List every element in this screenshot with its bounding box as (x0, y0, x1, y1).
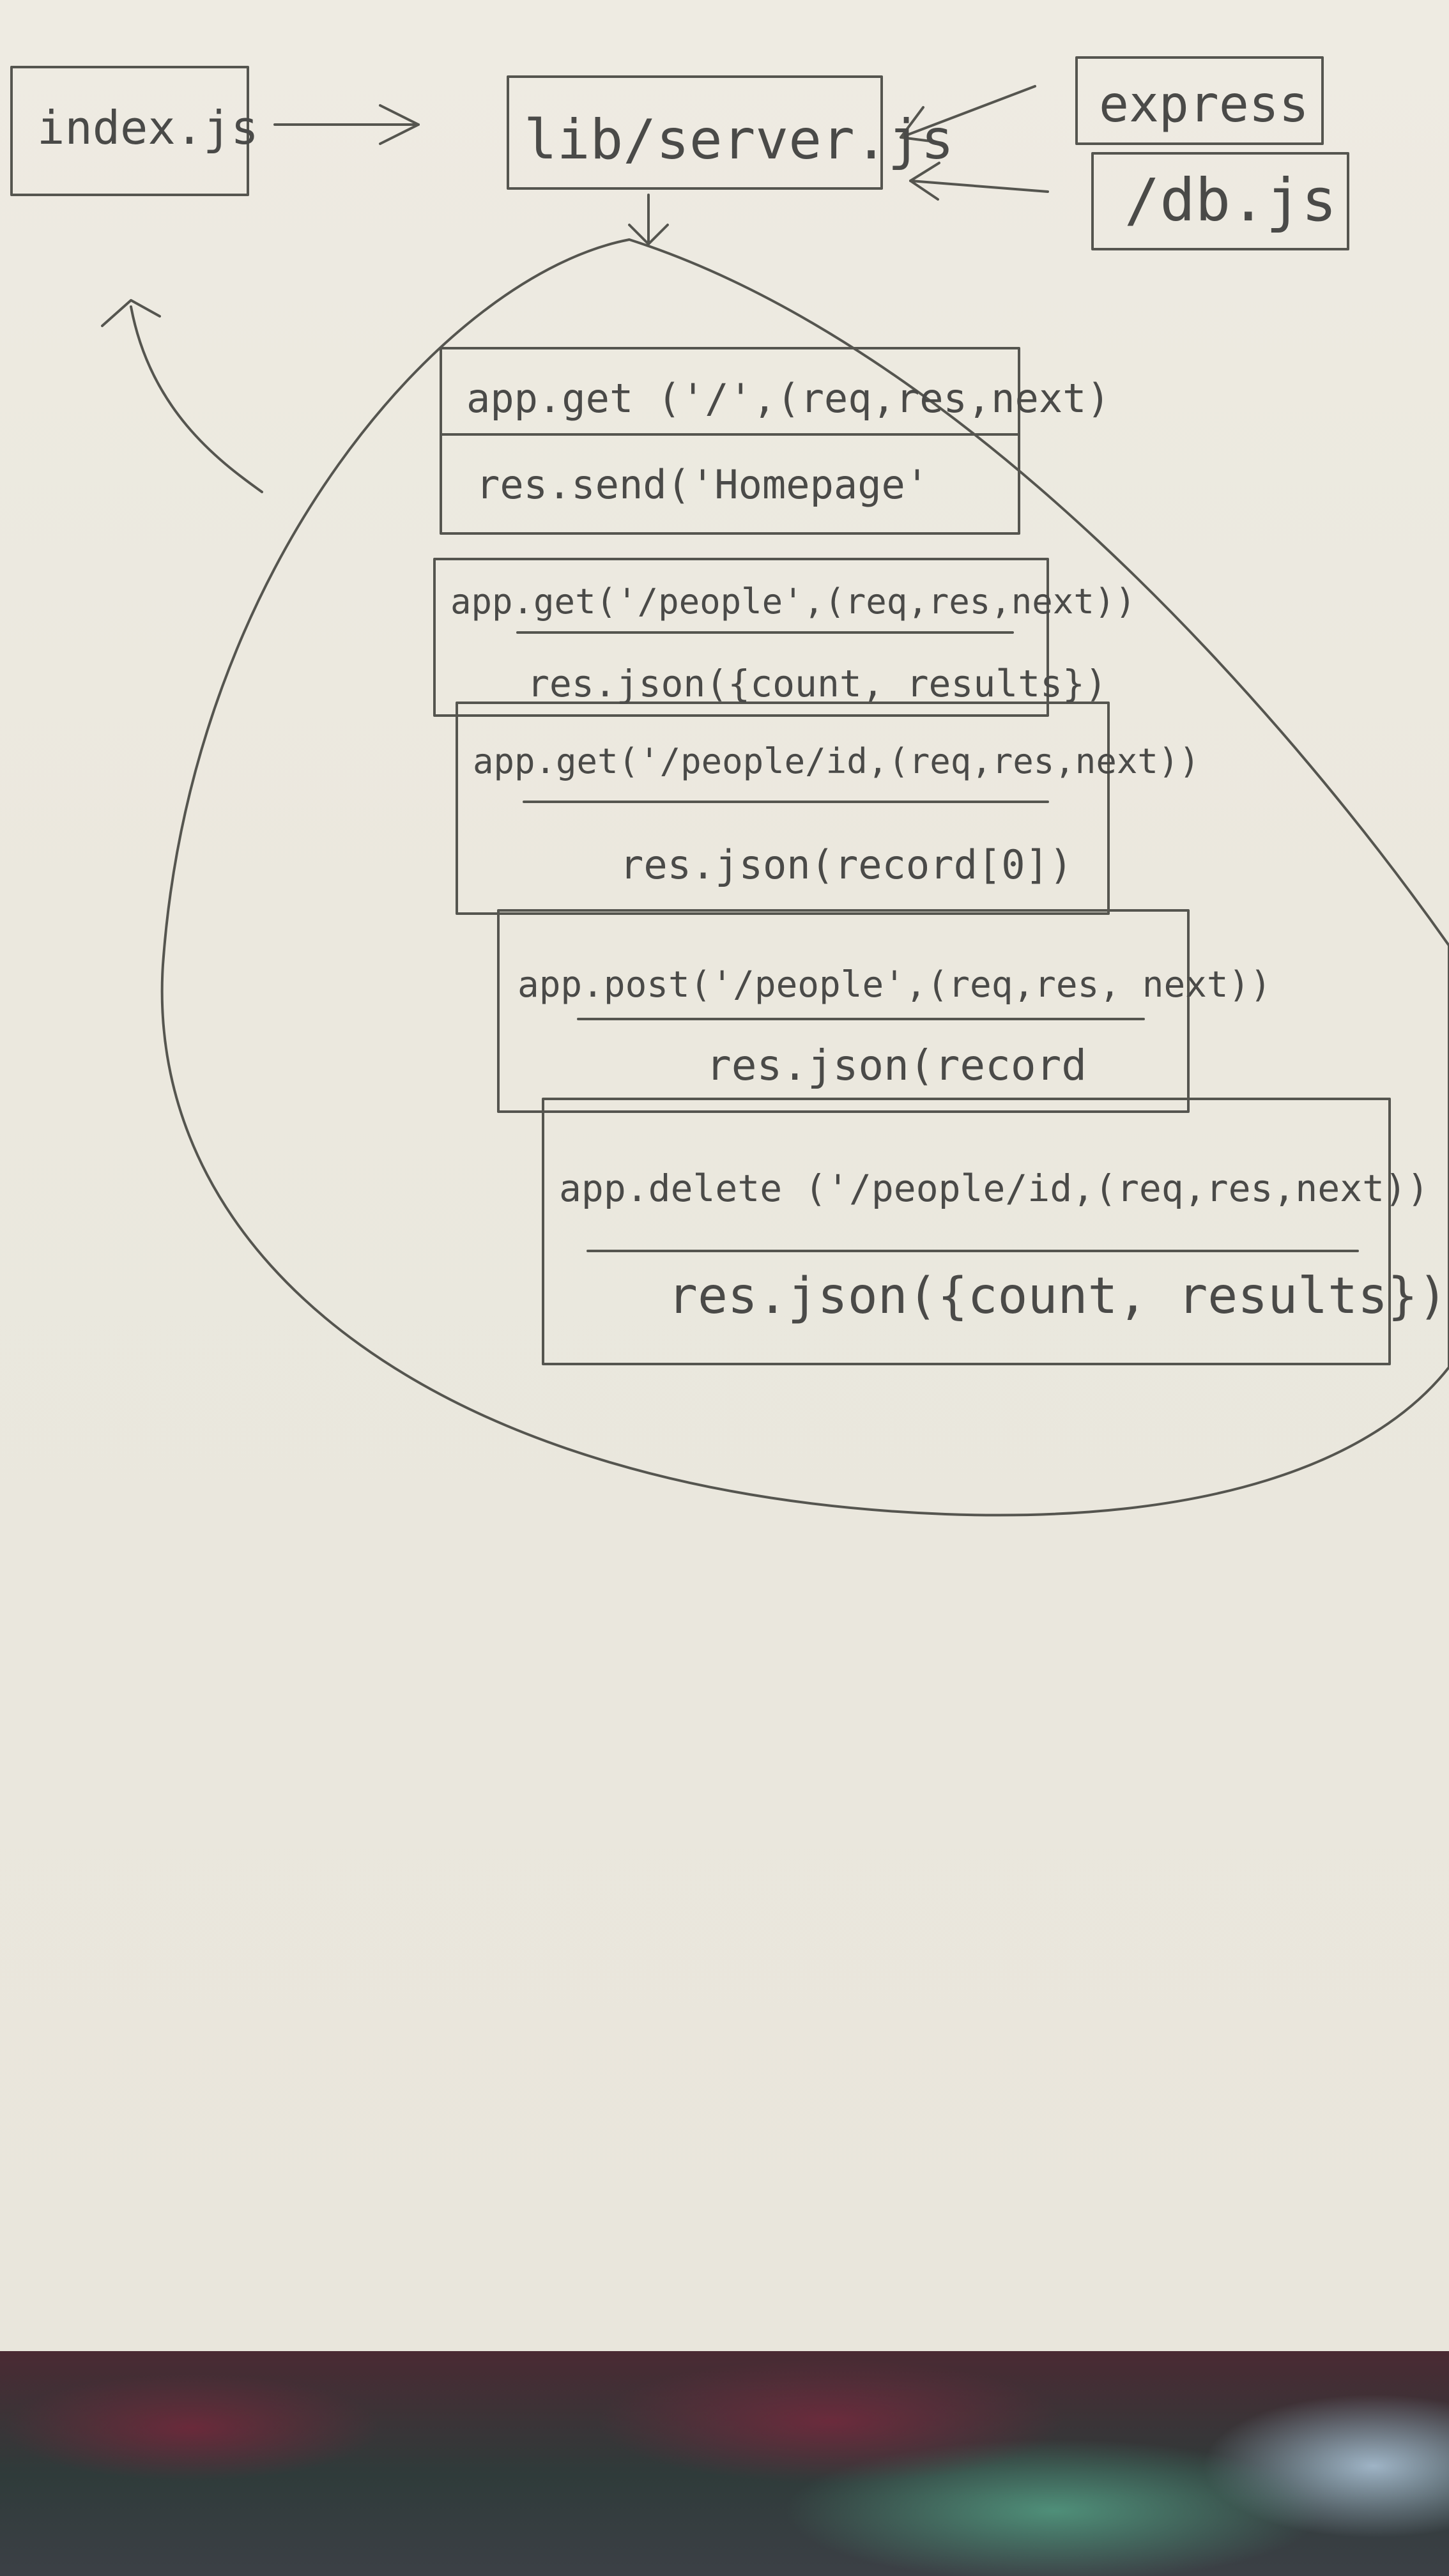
route-box-2 (433, 558, 1049, 717)
route-1-handler: app.get ('/',(req,res,next) (466, 375, 1110, 422)
background-blanket (0, 2351, 1449, 2576)
route-3-response: res.json(record[0]) (620, 841, 1073, 888)
route-5-handler: app.delete ('/people/id,(req,res,next)) (559, 1167, 1429, 1210)
route-1-response: res.send('Homepage' (476, 461, 929, 508)
pencil-sketch-diagram: index.js lib/server.js express /db.js ap… (10, 56, 1449, 1517)
express-box (1075, 56, 1324, 145)
paper-sheet (0, 0, 1449, 2377)
route-group-outline (160, 238, 1449, 1517)
arrow-back-to-index (101, 299, 263, 493)
route-2-handler: app.get('/people',(req,res,next)) (450, 581, 1136, 622)
arrow-index-to-server (273, 104, 420, 145)
route-box-1 (440, 347, 1020, 535)
route-3-handler: app.get('/people/id,(req,res,next)) (473, 741, 1200, 781)
index-js-box (10, 66, 249, 196)
db-js-box (1091, 152, 1349, 250)
arrow-db-to-server (909, 162, 1049, 201)
server-js-label: lib/server.js (524, 108, 954, 172)
db-js-label: /db.js (1124, 166, 1337, 234)
index-js-label: index.js (37, 101, 259, 155)
route-2-response: res.json({count, results}) (527, 662, 1107, 705)
route-box-3 (456, 702, 1110, 915)
arrow-server-down (628, 194, 669, 245)
arrow-express-to-server (900, 85, 1036, 143)
route-4-response: res.json(record (706, 1041, 1087, 1090)
express-label: express (1099, 76, 1309, 134)
route-box-4 (497, 909, 1190, 1113)
route-box-5 (542, 1098, 1391, 1365)
server-js-box (507, 75, 883, 190)
route-4-handler: app.post('/people',(req,res, next)) (518, 964, 1271, 1006)
route-5-response: res.json({count, results}) (668, 1268, 1448, 1325)
